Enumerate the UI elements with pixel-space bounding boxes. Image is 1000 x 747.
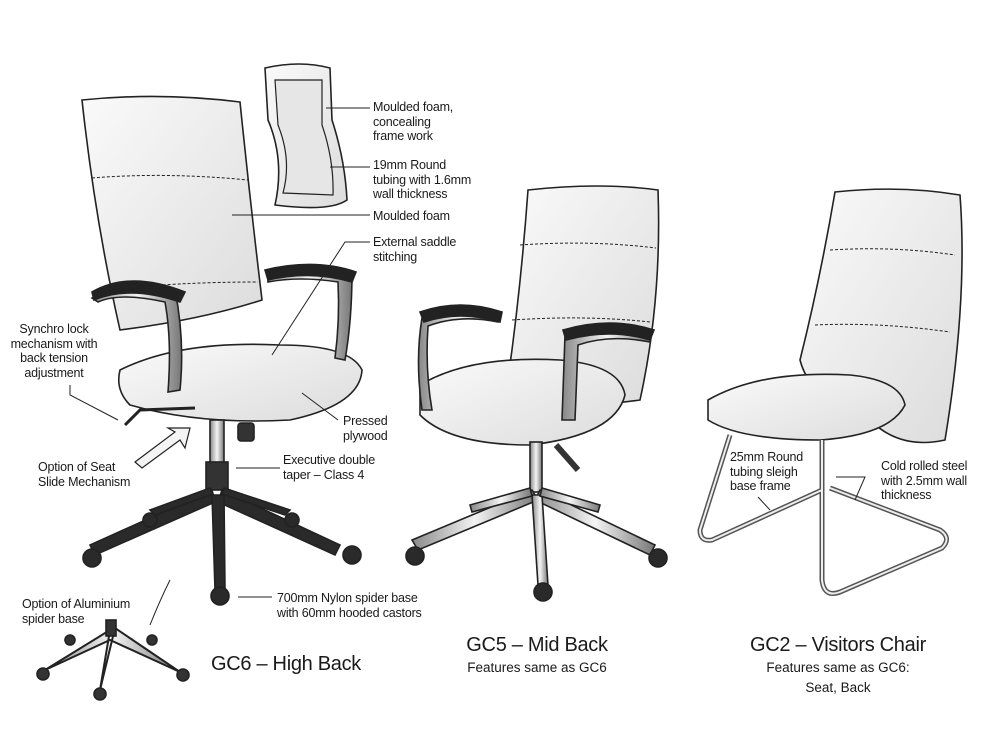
model-subtitle-gc5: Features same as GC6 bbox=[467, 660, 607, 675]
model-subtitle-gc2: Features same as GC6: Seat, Back bbox=[766, 660, 910, 695]
label-moulded-foam: Moulded foam bbox=[373, 209, 450, 223]
model-title-gc6: GC6 – High Back bbox=[211, 653, 362, 675]
frame-cutaway bbox=[264, 63, 348, 209]
aluminium-spider-base bbox=[36, 579, 190, 701]
label-nylon-spider-base: 700mm Nylon spider base with 60mm hooded… bbox=[277, 591, 422, 620]
label-aluminium-spider-base: Option of Aluminium spider base bbox=[22, 597, 131, 626]
label-19mm-round-tubing: 19mm Round tubing with 1.6mm wall thickn… bbox=[373, 158, 472, 201]
label-pressed-plywood: Pressed plywood bbox=[343, 414, 388, 443]
model-title-gc2: GC2 – Visitors Chair bbox=[750, 634, 926, 656]
label-moulded-foam-concealing: Moulded foam, concealing frame work bbox=[373, 100, 454, 143]
gc5-mid-back-chair bbox=[405, 185, 668, 602]
label-seat-slide: Option of Seat Slide Mechanism bbox=[38, 460, 131, 489]
leader-lines bbox=[69, 107, 866, 598]
label-cold-rolled-steel: Cold rolled steel with 2.5mm wall thickn… bbox=[881, 459, 968, 502]
label-sleigh-base-frame: 25mm Round tubing sleigh base frame bbox=[730, 450, 804, 493]
model-title-gc5: GC5 – Mid Back bbox=[466, 634, 608, 656]
label-executive-taper: Executive double taper – Class 4 bbox=[283, 453, 376, 482]
label-synchro-lock: Synchro lock mechanism with back tension… bbox=[10, 322, 98, 380]
label-external-saddle-stitching: External saddle stitching bbox=[373, 235, 457, 264]
gc2-visitors-chair bbox=[697, 188, 963, 596]
gc6-high-back-chair bbox=[81, 95, 363, 606]
